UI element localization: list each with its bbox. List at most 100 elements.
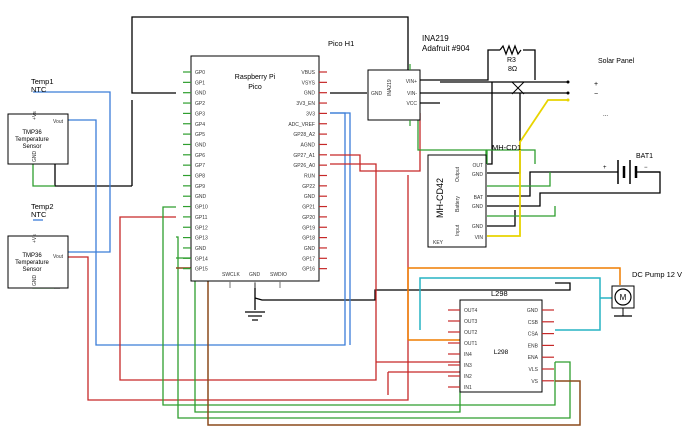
solar-plus-terminal <box>566 80 570 84</box>
pico-right-pin-3v3-en: 3V3_EN <box>296 101 315 107</box>
pico-right-pin-gp20: GP20 <box>302 215 315 221</box>
wire-red-gp27 <box>330 113 421 172</box>
battery-label: BAT1 <box>636 153 653 160</box>
resistor-zigzag <box>499 44 522 56</box>
battery-plus: + <box>603 165 607 171</box>
pico-left-pin-gp1: GP1 <box>195 80 205 86</box>
pin-swclk: SWCLK <box>222 272 240 278</box>
sensor2-body-2: Temperature <box>15 260 49 266</box>
pico-right-pin-gp21: GP21 <box>302 205 315 211</box>
wire-charger-gnd2 <box>487 210 516 227</box>
wire-ina-vin-plus <box>420 49 536 81</box>
l298-left-pin-in3: IN3 <box>464 363 472 369</box>
pico-right-pin-vbus: VBUS <box>301 70 315 76</box>
pico-left-pin-gp10: GP10 <box>195 205 208 211</box>
solar-dots: ... <box>603 112 608 118</box>
switch-symbol <box>511 81 525 95</box>
charger-group-input: Input <box>455 224 461 236</box>
charger-pin-bat: BAT <box>474 195 483 201</box>
pico-name-2: Pico <box>248 84 262 91</box>
sensor1-pin-gnd: GND <box>32 151 38 163</box>
l298-right-pin-csa: CSA <box>528 332 539 338</box>
wire-blue-3v3 <box>330 112 351 345</box>
sensor2-pin-vs: +Vs <box>32 234 38 243</box>
wires <box>32 16 661 426</box>
pin-gnd-bottom: GND <box>249 272 261 278</box>
pico-right-pin-gnd: GND <box>304 194 316 200</box>
charger-pin-gnd2: GND <box>472 204 484 210</box>
l298-left-pin-out2: OUT2 <box>464 330 478 336</box>
charger-pin-vin: VIN <box>475 235 484 241</box>
pico-title: Pico H1 <box>328 39 354 48</box>
pico-right-pin-gp19: GP19 <box>302 225 315 231</box>
pico-right-pin-adc-vref: ADC_VREF <box>288 122 315 128</box>
sensor2-body <box>7 235 69 289</box>
dc-pump: DC Pump 12 V M <box>611 270 682 317</box>
pico-left-pin-gp9: GP9 <box>195 184 205 190</box>
ground-symbol <box>245 311 265 321</box>
solar-minus-terminal <box>566 91 570 95</box>
wire-blue-s1 <box>33 91 111 253</box>
pico-left-pin-gp15: GP15 <box>195 267 208 273</box>
ina-pin-gnd: GND <box>371 91 383 97</box>
pico-left-pin-gnd: GND <box>195 91 207 97</box>
pico-right-pin-gnd: GND <box>304 246 316 252</box>
sensor1-pin-vout: Vout <box>53 119 64 125</box>
pico-left-pin-gp8: GP8 <box>195 174 205 180</box>
charger-body <box>427 154 487 248</box>
wire-red-gp26 <box>119 163 377 381</box>
sensor2-pin-vout: Vout <box>53 254 64 260</box>
pico-right-pin-gp18: GP18 <box>302 236 315 242</box>
sensor2-pin-gnd: GND <box>32 275 38 287</box>
charger-name: MH-CD42 <box>435 178 445 218</box>
wire-cyan <box>419 277 601 331</box>
wire-bottom-gnd <box>254 282 571 301</box>
pico-left-pins: GP0GP1GNDGP2GP3GP4GP5GNDGP6GP7GP8GP9GNDG… <box>183 70 208 273</box>
sensor1-pin-vs: +Vs <box>32 111 38 120</box>
sensor2-body-3: Sensor <box>22 267 41 273</box>
pico-left-pin-gp3: GP3 <box>195 111 205 117</box>
charger-pin-gnd1: GND <box>472 172 484 178</box>
wire-green-gp10 <box>162 206 556 406</box>
ina-chip-label: INA219 <box>387 79 393 96</box>
pico-left-pin-gp4: GP4 <box>195 122 205 128</box>
solar-minus: − <box>594 91 598 98</box>
pico-left-pin-gp14: GP14 <box>195 256 208 262</box>
pico-right-pin-vsys: VSYS <box>302 80 316 86</box>
solar-plus: + <box>594 81 598 88</box>
l298-left-pin-in1: IN1 <box>464 385 472 391</box>
pico-left-pin-gp11: GP11 <box>195 215 208 221</box>
pump-symbol: M <box>620 293 627 302</box>
sensor1-body-3: Sensor <box>22 144 41 150</box>
l298-right-pin-enb: ENB <box>528 343 539 349</box>
charger-module: MH-CD1 MH-CD42 KEY Output Battery Input … <box>427 143 521 248</box>
l298-title: L298 <box>491 289 508 298</box>
pico-name-1: Raspberry Pi <box>235 74 276 81</box>
l298-left-pin-in4: IN4 <box>464 352 472 358</box>
pico-left-pin-gp5: GP5 <box>195 132 205 138</box>
pico-right-pins: VBUSVSYSGND3V3_EN3V3ADC_VREFGP28_A2AGNDG… <box>288 70 327 273</box>
pico-right-pin-gp16: GP16 <box>302 267 315 273</box>
wire-green-bat <box>487 172 551 187</box>
ina-body <box>367 69 421 121</box>
pico-left-pin-gp12: GP12 <box>195 225 208 231</box>
l298-left-pin-out1: OUT1 <box>464 341 478 347</box>
pin-swdio: SWDIO <box>270 272 287 278</box>
pico-left-pin-gp0: GP0 <box>195 70 205 76</box>
resistor-name: R3 <box>507 57 516 64</box>
solar-label: Solar Panel <box>598 58 635 65</box>
charger-title: MH-CD1 <box>492 143 521 152</box>
wire-green-gnd <box>487 206 556 217</box>
pico-left-pin-gp2: GP2 <box>195 101 205 107</box>
charger-group-battery: Battery <box>455 196 461 212</box>
l298-left-pin-out4: OUT4 <box>464 308 478 314</box>
charger-group-output: Output <box>455 166 461 182</box>
ina-title: INA219 <box>422 34 449 43</box>
pico-bottom-pins: SWCLK GND SWDIO <box>222 272 287 288</box>
pico-right-pin-3v3: 3V3 <box>306 111 315 117</box>
sensor1-body-2: Temperature <box>15 137 49 143</box>
wire-bat-minus <box>487 171 661 207</box>
